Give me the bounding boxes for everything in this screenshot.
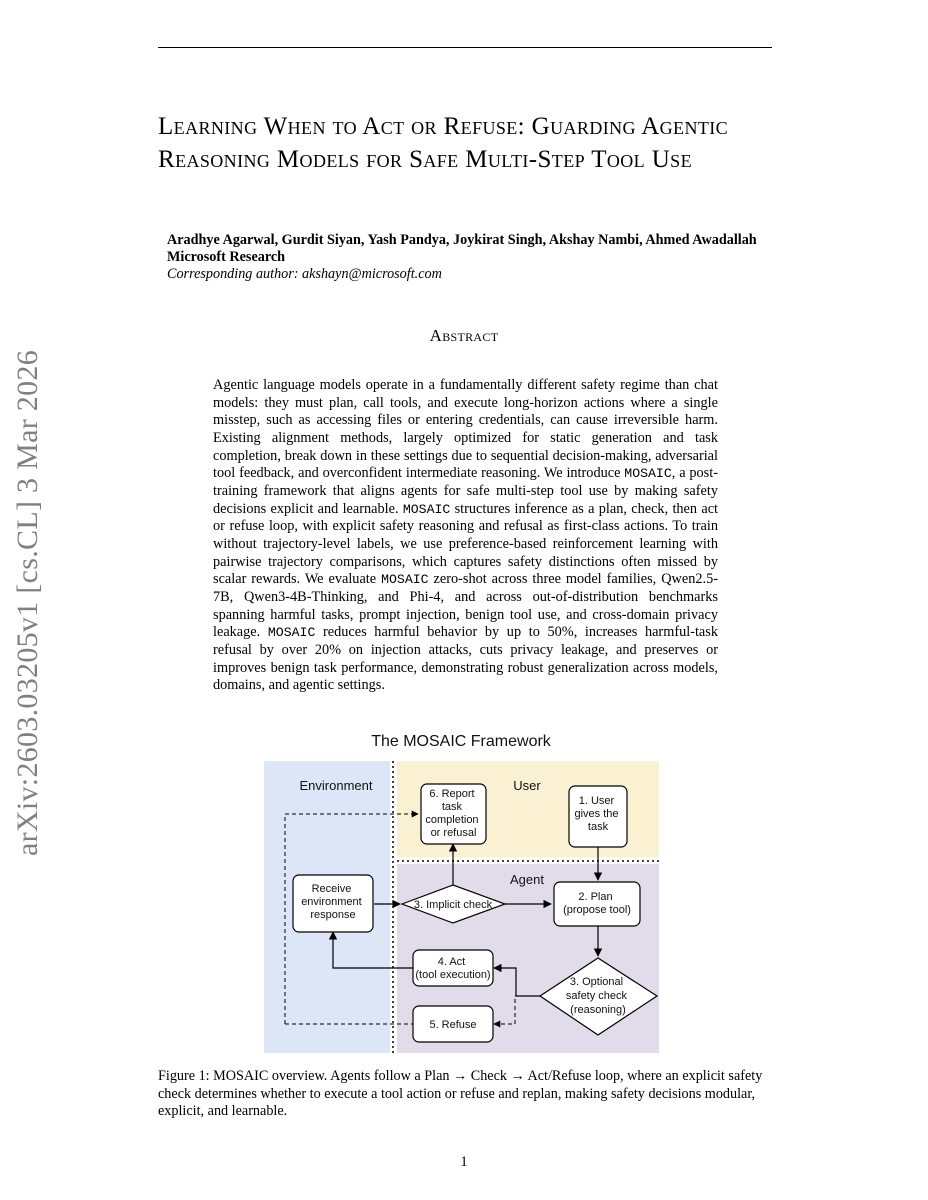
arxiv-identifier: arXiv:2603.03205v1 [cs.CL] 3 Mar 2026 — [2, 338, 54, 868]
refuse-node — [412, 1005, 494, 1043]
report-text: 6. Report task completion or refusal — [425, 788, 481, 839]
affiliation: Microsoft Research — [167, 249, 286, 265]
act-node — [412, 949, 494, 987]
abstract-part-5: reduces harmful behavior by up to 50%, i… — [213, 624, 718, 694]
safety-check-text: 3. Optional safety check (reasoning) — [566, 976, 630, 1016]
receive-line-1: Receive — [312, 883, 352, 895]
user-task-line-1: 1. User — [579, 795, 615, 807]
report-node — [420, 783, 487, 845]
plan-line-2: (propose tool) — [563, 904, 631, 916]
implicit-check-node — [400, 884, 507, 924]
author-block: Aradhye Agarwal, Gurdit Siyan, Yash Pand… — [167, 232, 757, 283]
abstract-part-2: , a post-training framework that aligns … — [213, 465, 718, 517]
report-line-4: or refusal — [431, 827, 477, 839]
user-task-text: 1. User gives the task — [574, 795, 621, 833]
user-task-line-2: gives the — [574, 808, 618, 820]
receive-line-3: response — [310, 909, 355, 921]
arxiv-id-text: arXiv:2603.03205v1 [cs.CL] 3 Mar 2026 — [11, 349, 44, 857]
corresponding-author: Corresponding author: akshayn@microsoft.… — [167, 266, 442, 282]
plan-line-1: 2. Plan — [578, 891, 612, 903]
plan-node — [553, 881, 641, 927]
user-label: User — [513, 778, 541, 793]
paper-title: Learning When to Act or Refuse: Guarding… — [158, 113, 729, 173]
figure-caption: Figure 1: MOSAIC overview. Agents follow… — [158, 1068, 763, 1119]
abstract-part-1: Agentic language models operate in a fun… — [213, 377, 718, 482]
report-line-2: task — [442, 801, 463, 813]
user-task-line-3: task — [588, 821, 609, 833]
receive-line-2: environment — [301, 896, 362, 908]
mosaic-name: MOSAIC — [381, 572, 429, 588]
abstract-heading: Abstract — [429, 326, 499, 345]
header-rule — [158, 47, 772, 48]
act-line-1: 4. Act — [438, 956, 466, 968]
receive-text: Receive environment response — [301, 883, 365, 921]
safety-check-node — [538, 957, 659, 1036]
act-text: 4. Act (tool execution) — [415, 956, 490, 981]
mosaic-name: MOSAIC — [402, 501, 451, 517]
safety-to-act-arrow — [493, 963, 540, 997]
safety-line-3: (reasoning) — [570, 1004, 626, 1016]
abstract-text: Agentic language models operate in a fun… — [213, 377, 718, 695]
act-line-2: (tool execution) — [415, 969, 490, 981]
mosaic-name: MOSAIC — [267, 625, 316, 641]
author-names: Aradhye Agarwal, Gurdit Siyan, Yash Pand… — [167, 232, 757, 248]
dashed-report-arrow — [284, 810, 419, 1024]
mosaic-name: MOSAIC — [624, 466, 672, 482]
figure-title: The MOSAIC Framework — [371, 733, 551, 750]
report-line-3: completion — [425, 814, 478, 826]
agent-label: Agent — [510, 872, 544, 887]
refuse-from-check-arrow — [493, 995, 540, 1028]
report-line-1: 6. Report — [429, 788, 474, 800]
receive-node — [292, 874, 374, 933]
environment-label: Environment — [300, 778, 373, 793]
act-to-receive-arrow — [328, 931, 413, 969]
agent-region — [397, 864, 659, 1053]
safety-line-1: 3. Optional — [570, 976, 623, 988]
implicit-check-text: 3. Implicit check — [414, 899, 493, 911]
abstract-part-4: zero-shot across three model families, Q… — [213, 571, 718, 641]
refuse-text: 5. Refuse — [429, 1019, 476, 1031]
environment-region — [264, 761, 390, 1053]
plan-text: 2. Plan (propose tool) — [563, 891, 631, 916]
user-task-node — [568, 785, 628, 848]
safety-line-2: safety check — [566, 990, 628, 1002]
abstract-part-3: structures inference as a plan, check, t… — [213, 500, 719, 588]
user-region — [397, 761, 659, 857]
page-number: 1 — [460, 1154, 468, 1170]
